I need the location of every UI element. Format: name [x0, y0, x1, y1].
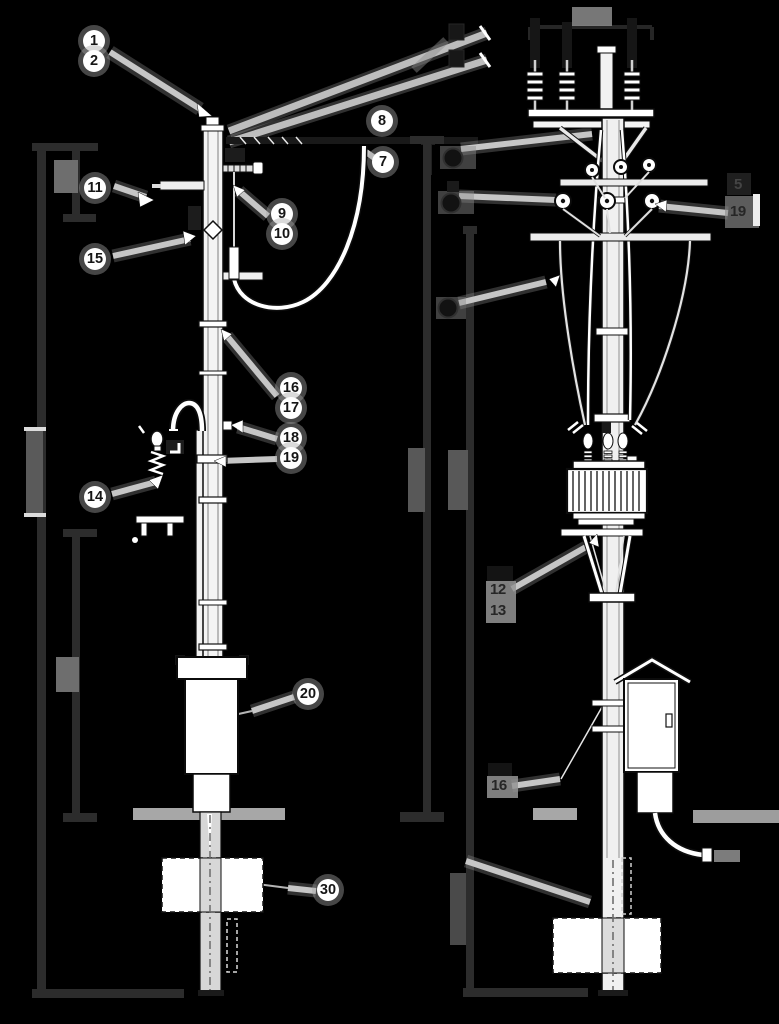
leader-lines-left — [106, 26, 490, 898]
dimension-lines-left — [24, 143, 184, 998]
callout-30: 30 — [317, 879, 339, 901]
callout-18: 18 — [280, 427, 302, 449]
left-pole-below-grade — [161, 811, 264, 996]
ghost-label-5: 5 — [734, 176, 742, 193]
callout-16: 16 — [280, 377, 302, 399]
callout-8: 8 — [371, 110, 393, 132]
ghost-callouts — [436, 146, 476, 319]
callout-17: 17 — [280, 397, 302, 419]
ground-bracket — [132, 515, 185, 543]
callout-19: 19 — [280, 447, 302, 469]
transformer-support-bracket — [548, 199, 668, 603]
ghost-label-13: 13 — [490, 602, 506, 619]
pole-top-hardware — [152, 148, 264, 281]
callout-11: 11 — [84, 177, 106, 199]
spool-insulators-lower — [554, 192, 661, 210]
callout-1: 1 — [83, 30, 105, 52]
insulator-2 — [558, 60, 576, 110]
rack-tie-wires — [561, 171, 654, 238]
ghost-label-16: 16 — [491, 777, 507, 794]
cabinet-door-handle — [665, 713, 673, 728]
left-pole — [195, 116, 228, 661]
insulator-3 — [623, 60, 641, 110]
leader-lines-right — [457, 127, 729, 909]
transformer-bushings — [582, 432, 629, 462]
insulator-1 — [526, 60, 544, 110]
callout-15: 15 — [84, 248, 106, 270]
callout-2: 2 — [83, 50, 105, 72]
pole-base-assembly — [175, 655, 249, 813]
ghost-label-19: 19 — [730, 203, 746, 220]
callout-7: 7 — [372, 151, 394, 173]
callout-20: 20 — [297, 683, 319, 705]
grade-line-right-b — [693, 810, 779, 823]
leader-arrowheads-left — [137, 102, 246, 490]
wireholder-lag-screw — [137, 425, 184, 476]
callout-9: 9 — [271, 203, 293, 225]
left-view — [24, 23, 492, 998]
grade-line-right-a — [533, 808, 577, 820]
right-pole-below-grade — [552, 857, 662, 996]
transformer — [565, 421, 649, 520]
service-drip-loop-cable — [230, 145, 368, 312]
gooseneck-conduit — [169, 398, 233, 432]
ghost-label-chips — [486, 173, 760, 798]
callout-14: 14 — [84, 486, 106, 508]
secondary-racks — [529, 157, 712, 426]
ghost-label-12: 12 — [490, 581, 506, 598]
spool-insulators-upper — [584, 157, 657, 178]
meter-cabinet — [613, 656, 740, 863]
right-view — [400, 7, 779, 997]
insulator-strings — [526, 60, 641, 110]
callout-10: 10 — [271, 223, 293, 245]
